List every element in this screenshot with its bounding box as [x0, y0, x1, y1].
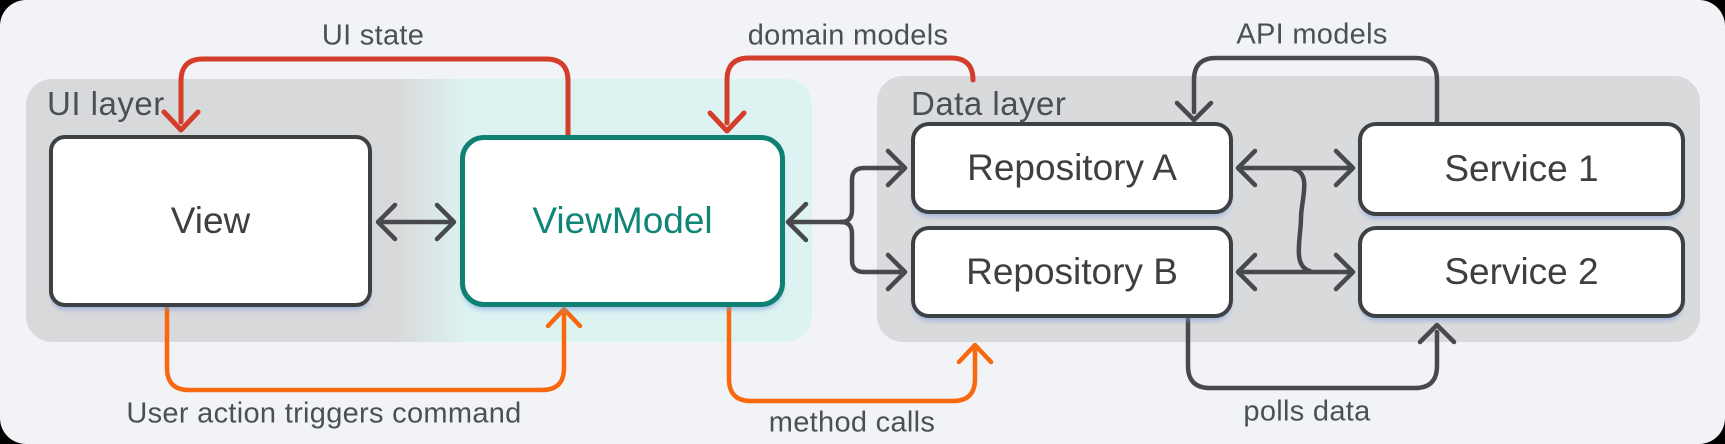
arrowhead-left-icon: [375, 202, 398, 242]
viewmodel-node: ViewModel: [460, 135, 785, 307]
arrowhead-right-icon: [885, 252, 908, 292]
arrowhead-left-icon: [785, 201, 809, 243]
polls-data-edge-label: polls data: [1243, 395, 1371, 428]
domain-models-edge-label: domain models: [747, 19, 949, 52]
arrowhead-up-icon: [545, 306, 583, 329]
repository-b-node-label: Repository B: [966, 251, 1178, 292]
ui-state-edge-label: UI state: [321, 19, 425, 52]
arrowhead-right-icon: [1333, 148, 1356, 188]
repo-b-service-2-arrow: [1235, 252, 1356, 292]
arrowhead-up-icon: [956, 342, 994, 365]
api-models-edge-label: API models: [1236, 18, 1388, 51]
user-action-arrow: [164, 304, 583, 393]
api-models-arrow: [1174, 55, 1440, 125]
arrowhead-left-icon: [1235, 252, 1258, 292]
arrowhead-right-icon: [434, 202, 457, 242]
repository-a-node-label: Repository A: [967, 147, 1177, 188]
repository-a-node: Repository A: [911, 122, 1233, 214]
domain-models-arrow: [707, 55, 976, 134]
ui-layer-label: UI layer: [47, 85, 165, 122]
method-calls-arrow: [726, 304, 994, 404]
arrowhead-right-icon: [1333, 252, 1356, 292]
view-node: View: [49, 135, 372, 307]
arrowhead-down-icon: [707, 110, 747, 134]
ui-state-arrow: [161, 56, 571, 138]
view-node-label: View: [170, 200, 251, 241]
repos-services-crosslink: [1291, 166, 1313, 274]
arrowhead-down-icon: [161, 109, 201, 133]
repository-b-node: Repository B: [911, 226, 1233, 318]
arrowhead-left-icon: [1235, 148, 1258, 188]
viewmodel-repositories-fork-arrow: [785, 148, 908, 292]
data-layer-label: Data layer: [911, 85, 1067, 122]
view-viewmodel-arrow: [375, 202, 457, 242]
arrowhead-right-icon: [885, 148, 908, 188]
arrowhead-up-icon: [1417, 322, 1457, 345]
polls-data-arrow: [1185, 315, 1457, 391]
service-1-node-label: Service 1: [1444, 148, 1599, 189]
method-calls-edge-label: method calls: [768, 406, 936, 439]
service-1-node: Service 1: [1358, 122, 1685, 216]
service-2-node-label: Service 2: [1444, 251, 1599, 292]
arrowhead-down-icon: [1174, 100, 1214, 123]
user-action-edge-label: User action triggers command: [126, 397, 522, 430]
service-2-node: Service 2: [1358, 226, 1685, 318]
viewmodel-node-label: ViewModel: [532, 200, 713, 241]
